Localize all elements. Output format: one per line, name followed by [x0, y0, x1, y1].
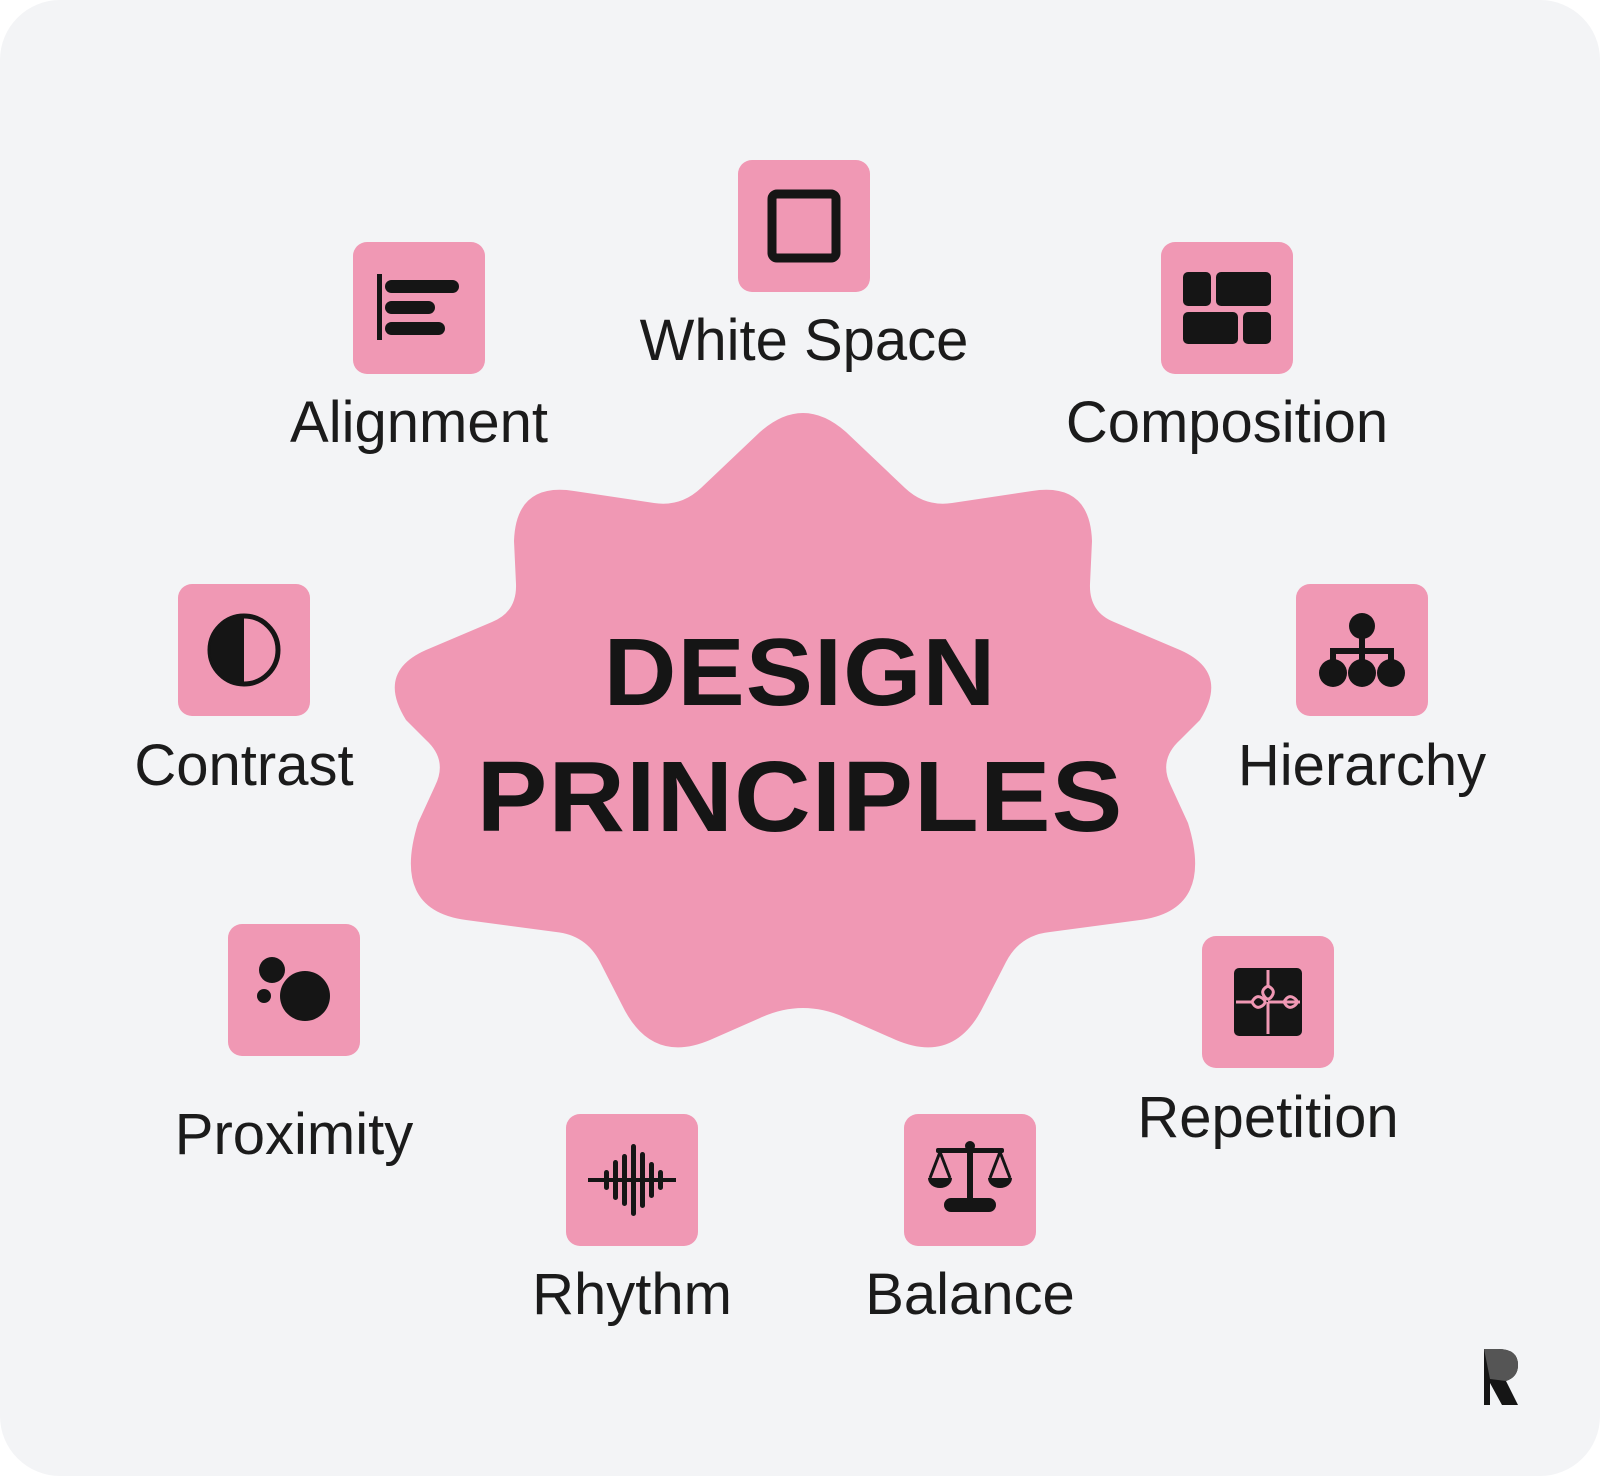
diagram-title-line-2: PRINCIPLES — [476, 741, 1124, 853]
square-outline-icon — [767, 189, 841, 263]
r-brand-logo — [1484, 1349, 1518, 1405]
repetition-tile — [1202, 936, 1334, 1068]
composition-label: Composition — [1065, 390, 1389, 455]
alignment-tile — [353, 242, 485, 374]
composition-tile — [1161, 242, 1293, 374]
rhythm-tile — [566, 1114, 698, 1246]
contrast-tile — [178, 584, 310, 716]
contrast-label: Contrast — [134, 733, 354, 798]
diagram-title-line-1: DESIGN — [603, 619, 997, 726]
balance-tile — [904, 1114, 1036, 1246]
white-space-label: White Space — [639, 308, 969, 373]
alignment-label: Alignment — [290, 390, 548, 455]
proximity-tile — [228, 924, 360, 1056]
align-left-icon — [377, 274, 459, 340]
puzzle-icon — [1234, 968, 1302, 1036]
half-circle-icon — [207, 613, 281, 687]
grid-blocks-icon — [1183, 272, 1271, 344]
white-space-tile — [738, 160, 870, 292]
scales-icon — [928, 1141, 1012, 1212]
balance-label: Balance — [865, 1262, 1075, 1327]
hierarchy-tree-icon — [1319, 613, 1405, 687]
hierarchy-tile — [1296, 584, 1428, 716]
repetition-label: Repetition — [1137, 1085, 1399, 1150]
proximity-label: Proximity — [174, 1102, 414, 1167]
rhythm-label: Rhythm — [532, 1262, 732, 1327]
hierarchy-label: Hierarchy — [1237, 733, 1487, 798]
dots-cluster-icon — [257, 957, 330, 1021]
waveform-icon — [588, 1144, 676, 1216]
